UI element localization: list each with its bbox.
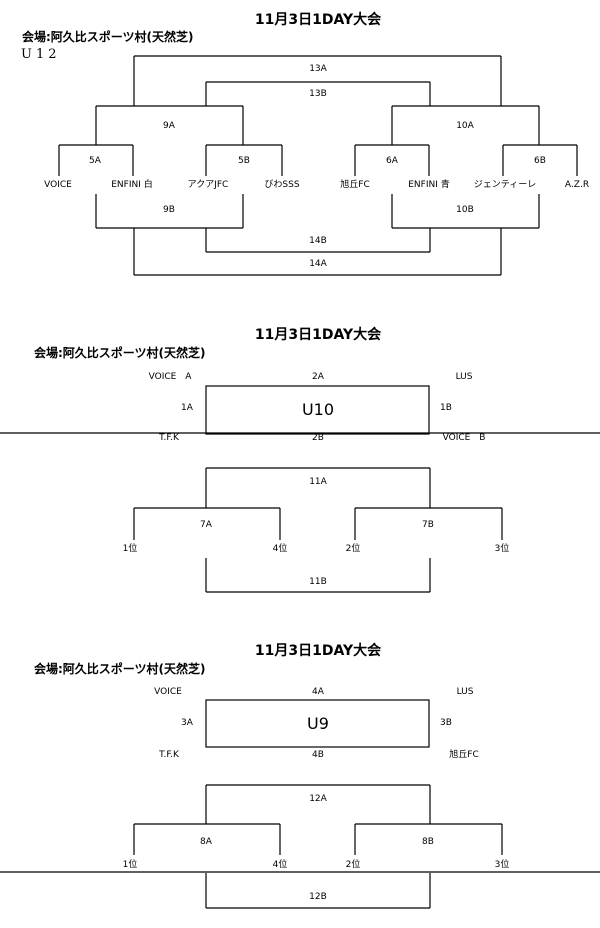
match-14b: 14B [309, 236, 327, 246]
match-9b: 9B [163, 205, 175, 215]
u10-team-lus: LUS [455, 372, 473, 382]
match-1a: 1A [181, 403, 193, 413]
match-8a: 8A [200, 837, 212, 847]
match-11a: 11A [309, 477, 327, 487]
match-14a: 14A [309, 259, 327, 269]
u9-rank-4: 4位 [272, 860, 288, 870]
u12-title: 11月3日1DAY大会 [254, 12, 382, 28]
team-asahigaoka-fc: 旭丘FC [340, 180, 370, 190]
u9-venue: 会場:阿久比スポーツ村(天然芝) [34, 662, 206, 676]
match-11b: 11B [309, 577, 327, 587]
match-6b: 6B [534, 156, 546, 166]
team-enfini-white: ENFINI 白 [111, 180, 153, 190]
u9-title: 11月3日1DAY大会 [254, 643, 382, 659]
u10-rank-2: 2位 [345, 544, 361, 554]
match-4b: 4B [312, 750, 324, 760]
team-voice: VOICE [44, 180, 72, 190]
u9-team-lus: LUS [456, 687, 474, 697]
match-3a: 3A [181, 718, 193, 728]
u10-rank-3: 3位 [494, 544, 510, 554]
u12-category: U12 [21, 47, 61, 62]
match-5b: 5B [238, 156, 250, 166]
u10-rank-1: 1位 [122, 544, 138, 554]
u9-team-asahigaoka-fc: 旭丘FC [449, 750, 479, 760]
u10-box-label: U10 [301, 400, 335, 419]
u9-rank-1: 1位 [122, 860, 138, 870]
team-gentile: ジェンティーレ [473, 180, 537, 190]
u10-venue: 会場:阿久比スポーツ村(天然芝) [34, 346, 206, 360]
u10-team-voice-a: VOICE A [148, 372, 192, 382]
match-3b: 3B [440, 718, 452, 728]
u10-team-voice-b: VOICE B [442, 433, 486, 443]
u10-rank-4: 4位 [272, 544, 288, 554]
u9-box-label: U9 [307, 714, 329, 733]
match-10b: 10B [456, 205, 474, 215]
team-azr: A.Z.R [564, 180, 590, 190]
u9-team-voice: VOICE [154, 687, 182, 697]
match-8b: 8B [422, 837, 434, 847]
u10-title: 11月3日1DAY大会 [254, 327, 382, 343]
match-12b: 12B [309, 892, 327, 902]
match-2b: 2B [312, 433, 324, 443]
team-enfini-blue: ENFINI 青 [408, 180, 450, 190]
match-12a: 12A [309, 794, 327, 804]
match-2a: 2A [312, 372, 324, 382]
u12-venue: 会場:阿久比スポーツ村(天然芝) [22, 30, 194, 44]
match-9a: 9A [163, 121, 175, 131]
match-7b: 7B [422, 520, 434, 530]
u10-team-tfk: T.F.K [159, 433, 179, 443]
match-4a: 4A [312, 687, 324, 697]
match-6a: 6A [386, 156, 398, 166]
match-5a: 5A [89, 156, 101, 166]
u9-rank-3: 3位 [494, 860, 510, 870]
match-7a: 7A [200, 520, 212, 530]
match-1b: 1B [440, 403, 452, 413]
match-13a: 13A [309, 64, 327, 74]
match-13b: 13B [309, 89, 327, 99]
team-aqua-jfc: アクアJFC [187, 180, 229, 190]
team-biwa-sss: びわSSS [264, 180, 300, 190]
u9-rank-2: 2位 [345, 860, 361, 870]
u9-team-tfk: T.F.K [159, 750, 179, 760]
match-10a: 10A [456, 121, 474, 131]
